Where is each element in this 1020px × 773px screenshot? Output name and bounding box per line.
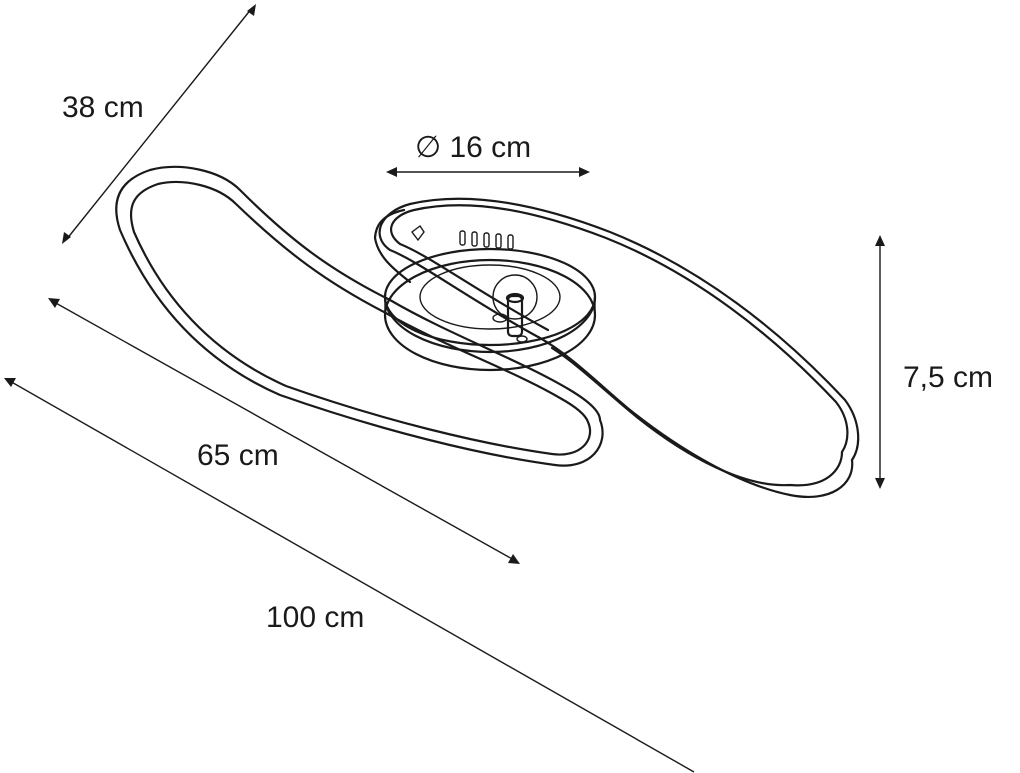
rear-loop-back-inner bbox=[389, 204, 849, 454]
ceiling-lamp-illustration bbox=[115, 165, 860, 498]
rear-loop-front-inner bbox=[550, 346, 844, 487]
frame-length-dimension: 65 cm bbox=[48, 298, 520, 564]
front-loop-inner bbox=[129, 180, 592, 456]
canopy-base bbox=[383, 247, 597, 372]
depth-label: 38 cm bbox=[62, 91, 144, 124]
vent-slots bbox=[459, 230, 514, 250]
depth-dimension: 38 cm bbox=[62, 4, 256, 244]
total-length-label: 100 cm bbox=[266, 601, 364, 634]
total-length-dimension: 100 cm bbox=[4, 378, 695, 773]
height-dimension: 7,5 cm bbox=[875, 235, 993, 489]
front-loop-outer bbox=[115, 165, 604, 467]
height-label: 7,5 cm bbox=[903, 361, 993, 394]
frame-length-label: 65 cm bbox=[197, 439, 279, 472]
canopy-diameter-dimension: ∅ 16 cm bbox=[386, 131, 590, 177]
rear-loop-back bbox=[378, 197, 860, 462]
canopy-diameter-label: ∅ 16 cm bbox=[415, 131, 531, 164]
crossing-left bbox=[373, 208, 412, 284]
bracket-clip bbox=[411, 224, 425, 242]
